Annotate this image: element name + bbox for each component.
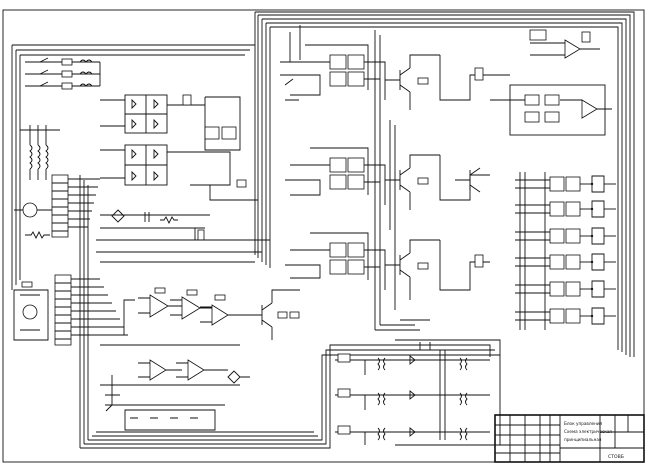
motor-m1: [14, 202, 52, 218]
power-stage: [335, 339, 501, 446]
output-channel-input-line: [515, 284, 550, 294]
title-block-sheet-code: СТОВБ: [608, 454, 624, 460]
power-input-section: [11, 44, 255, 290]
title-block-line2: Схема электрическая: [564, 429, 612, 434]
channel-output-1: [385, 54, 490, 110]
output-channel-junction: [590, 287, 594, 291]
output-channel-driver: [591, 175, 605, 193]
title-block-line3: принципиальная: [564, 437, 602, 442]
top-right-control-block: [490, 74, 612, 136]
output-channel-junction: [590, 260, 594, 264]
rectifier-bridge-1: [100, 94, 205, 134]
output-channel-junction: [590, 207, 594, 211]
output-channel-driver: [591, 307, 605, 325]
mid-left-bus: [96, 239, 270, 346]
transistor-stage-1: [240, 289, 300, 340]
title-block: [494, 414, 645, 463]
output-channel-array: [515, 172, 616, 330]
lower-left-network: [100, 375, 240, 431]
output-channel-driver: [591, 227, 605, 245]
opamp-stage-2: [170, 289, 215, 320]
resistor-left-1: [25, 230, 50, 240]
output-channel-driver: [591, 280, 605, 298]
opamp-stage-4: [138, 359, 182, 381]
output-channel-gate: [549, 201, 565, 217]
output-channel-input-line: [515, 179, 550, 189]
output-channel-gate: [549, 308, 565, 324]
drawing-frame: [2, 9, 645, 463]
output-channel-gate: [565, 254, 581, 270]
opamp-stage-5: [176, 359, 220, 381]
output-channel-gate: [549, 228, 565, 244]
input-switches: [39, 57, 93, 90]
output-channel-input-line: [515, 257, 550, 267]
bridge-lower: [220, 369, 250, 384]
channel-output-3: [385, 239, 490, 300]
control-channel-3: [285, 232, 386, 290]
centre-vertical-bus: [289, 25, 430, 331]
output-channel-gate: [565, 201, 581, 217]
title-block-line1: Блок управления: [564, 421, 603, 426]
output-channel-input-line: [515, 204, 550, 214]
top-right-opamp: [529, 29, 600, 59]
opamp-stage-1: [138, 287, 182, 318]
filter-section: [100, 209, 210, 241]
output-channel-input-line: [515, 231, 550, 241]
output-channel-junction: [590, 182, 594, 186]
control-channel-2: [285, 147, 386, 205]
transformer-windings: [20, 125, 60, 180]
output-channel-gate: [549, 176, 565, 192]
output-channel-driver: [591, 200, 605, 218]
regulator-block: [182, 94, 258, 201]
output-channel-gate: [565, 228, 581, 244]
motor-m2: [13, 281, 49, 341]
output-channel-gate: [565, 281, 581, 297]
control-channel-1: [280, 44, 386, 101]
terminal-strip-x1: [51, 174, 100, 238]
opamp-stage-3: [200, 294, 240, 326]
bus-bundle-bottom: [79, 175, 500, 449]
channel-output-2: [385, 154, 490, 210]
output-channel-input-line: [515, 311, 550, 321]
rectifier-bridge-2: [100, 144, 190, 186]
output-channel-gate: [565, 308, 581, 324]
output-channel-junction: [590, 314, 594, 318]
output-channel-driver: [591, 253, 605, 271]
terminal-strip-x2: [54, 274, 128, 346]
output-channel-gate: [565, 176, 581, 192]
output-channel-gate: [549, 281, 565, 297]
output-array-vertical-bus: [519, 172, 546, 330]
bus-bundle-top-right: [254, 11, 635, 357]
output-channel-gate: [549, 254, 565, 270]
output-channel-junction: [590, 234, 594, 238]
